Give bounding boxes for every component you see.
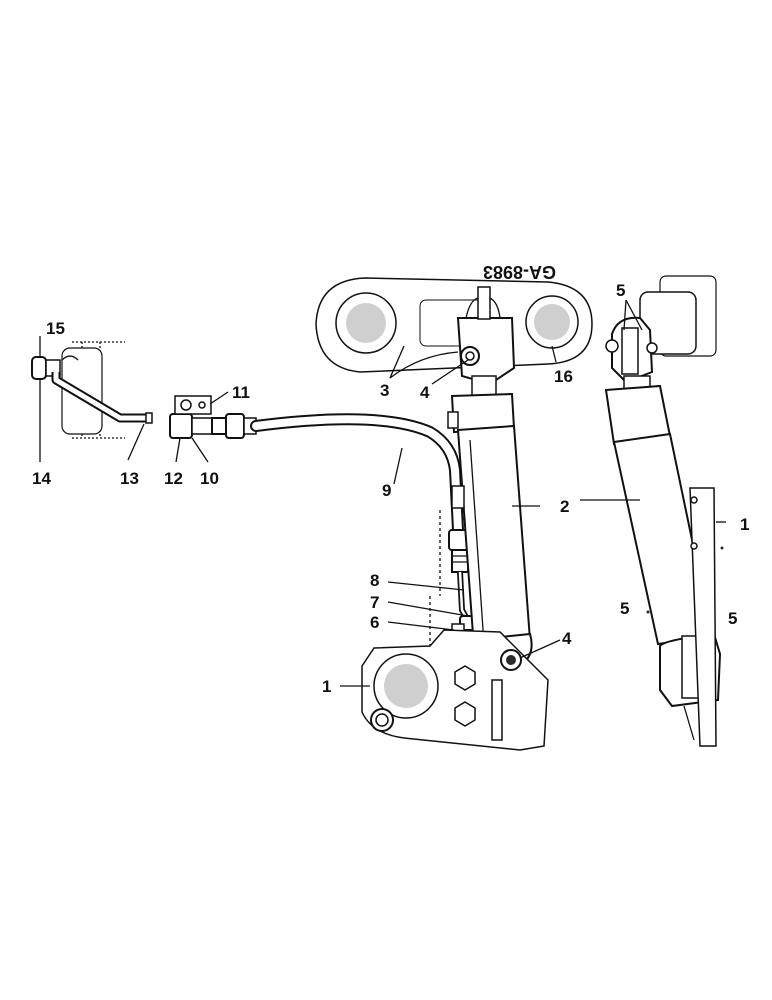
upper-arm [315,277,593,373]
drawing-code: GA-8983 [483,262,556,282]
callout-4-top: 4 [420,383,430,402]
callout-4-bottom: 4 [562,629,572,648]
callout-6: 6 [370,613,379,632]
callout-13: 13 [120,469,139,488]
callout-12: 12 [164,469,183,488]
callout-1-left: 1 [322,677,331,696]
callout-labels: 15 14 13 12 10 11 9 3 4 16 2 5 1 5 5 8 7… [32,281,749,696]
callout-5-left: 5 [620,599,629,618]
lower-mounting-bracket [361,510,549,751]
callout-5-top: 5 [616,281,625,300]
callout-14: 14 [32,469,51,488]
leader-lines [39,299,726,687]
callout-2: 2 [560,497,569,516]
callout-1-right: 1 [740,515,749,534]
callout-3: 3 [380,381,389,400]
callout-8: 8 [370,571,379,590]
callout-10: 10 [200,469,219,488]
side-view-cylinder [604,275,724,747]
union-nut [169,413,193,439]
callout-7: 7 [370,593,379,612]
callout-15: 15 [46,319,65,338]
callout-9: 9 [382,481,391,500]
elbow-fitting [31,356,47,380]
callout-16: 16 [554,367,573,386]
callout-11: 11 [232,383,250,402]
hydraulic-hose [250,413,479,637]
left-fitting-assembly [31,341,257,439]
callout-5-right: 5 [728,609,737,628]
main-cylinder [447,286,533,672]
